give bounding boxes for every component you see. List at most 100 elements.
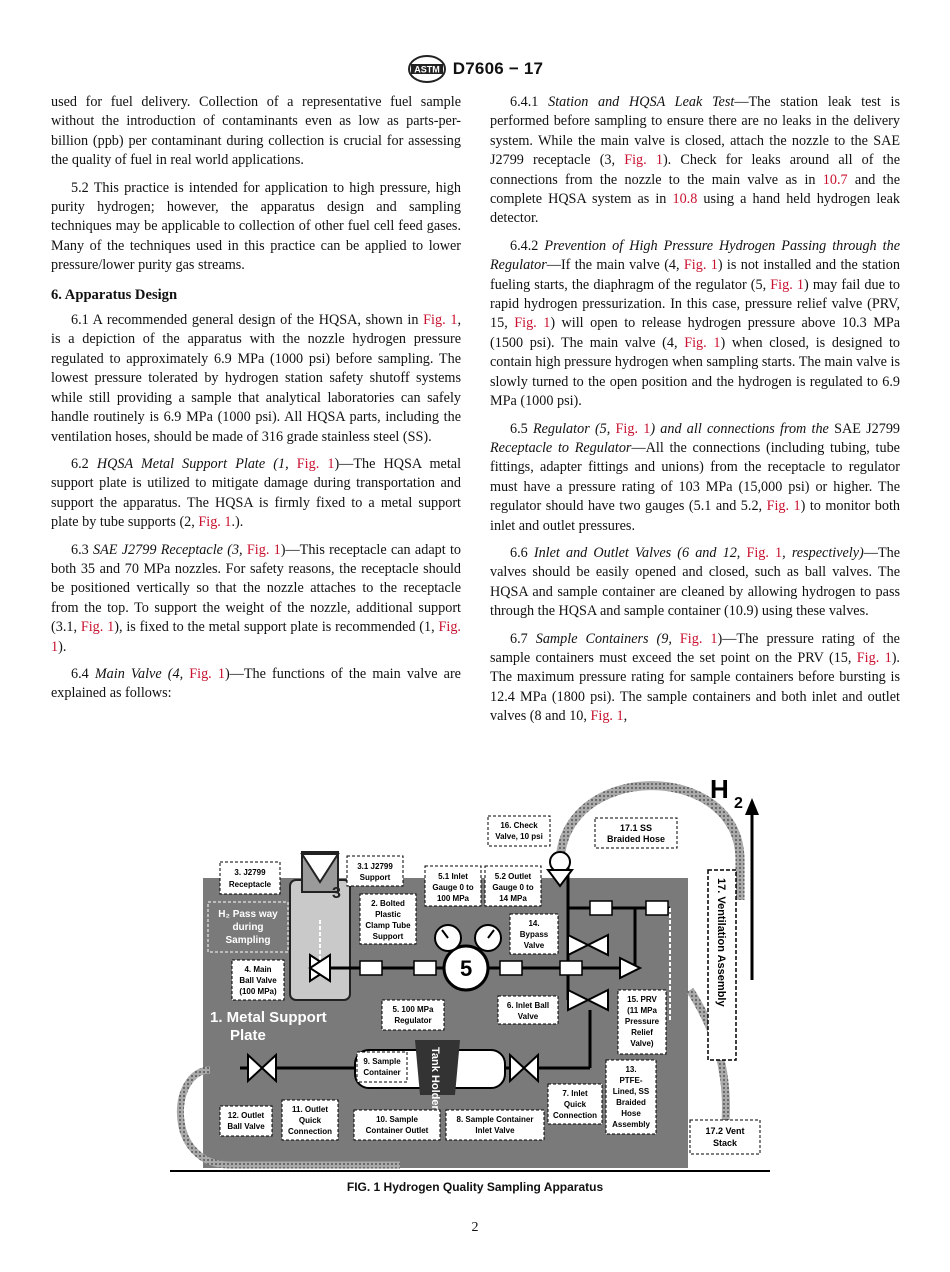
left-column: used for fuel delivery. Collection of a … <box>51 93 461 712</box>
figure-caption: FIG. 1 Hydrogen Quality Sampling Apparat… <box>346 1180 604 1194</box>
svg-text:Valve: Valve <box>518 1012 539 1021</box>
bypass-valve-icon <box>567 933 609 957</box>
h2-label: H <box>710 774 729 804</box>
svg-text:Clamp Tube: Clamp Tube <box>365 921 411 930</box>
figure-1: H 2 17. Ventilation Assembly 3 5 <box>170 770 770 1175</box>
svg-text:Ball Valve: Ball Valve <box>239 976 277 985</box>
svg-text:Support: Support <box>360 873 391 882</box>
svg-text:Container: Container <box>363 1068 400 1077</box>
fig-1-link[interactable]: Fig. 1 <box>590 708 624 725</box>
outlet-hose <box>176 1066 400 1169</box>
svg-text:12. Outlet: 12. Outlet <box>228 1111 265 1120</box>
paragraph-6-4-1: 6.4.1 Station and HQSA Leak Test—The sta… <box>490 94 901 227</box>
receptacle-label-2: Receptacle <box>229 880 272 889</box>
fig-1-link[interactable]: Fig. 1 <box>679 630 718 647</box>
fig-1-link[interactable]: Fig. 1 <box>51 619 461 655</box>
page-header: ASTM D7606 − 17 <box>0 54 950 84</box>
svg-text:H₂ Pass way: H₂ Pass way <box>218 909 278 920</box>
svg-text:Pressure: Pressure <box>625 1017 660 1026</box>
svg-text:16. Check: 16. Check <box>500 821 538 830</box>
plate-label-1: 1. Metal Support <box>210 1009 327 1026</box>
svg-text:13.: 13. <box>625 1065 636 1074</box>
right-column: 6.4.1 Station and HQSA Leak Test—The sta… <box>490 93 900 735</box>
paragraph-6-4-2: 6.4.2 Prevention of High Pressure Hydrog… <box>490 237 901 410</box>
tank-holder <box>415 1040 460 1095</box>
paragraph-continuation: used for fuel delivery. Collection of a … <box>51 94 461 169</box>
container-inlet-valve-icon <box>509 1052 539 1084</box>
svg-text:Ball Valve: Ball Valve <box>227 1122 265 1131</box>
fig-1-link[interactable]: Fig. 1 <box>770 276 804 293</box>
svg-text:Braided: Braided <box>616 1098 646 1107</box>
svg-text:17.1 SS: 17.1 SS <box>620 823 652 833</box>
fig-1-link[interactable]: Fig. 1 <box>684 334 721 351</box>
svg-text:14 MPa: 14 MPa <box>499 894 527 903</box>
section-10-7-link[interactable]: 10.7 <box>822 171 848 188</box>
svg-text:14.: 14. <box>528 919 539 928</box>
paragraph-6-4: 6.4 Main Valve (4, Fig. 1)—The functions… <box>51 665 461 702</box>
svg-text:during: during <box>232 922 263 933</box>
svg-text:3: 3 <box>332 885 341 902</box>
fig-1-link[interactable]: Fig. 1 <box>423 312 458 329</box>
h2-subscript: 2 <box>734 795 743 812</box>
prv-icon <box>619 956 643 980</box>
svg-text:Quick: Quick <box>564 1100 587 1109</box>
fig-1-link[interactable]: Fig. 1 <box>514 315 551 332</box>
section-heading-6: 6. Apparatus Design <box>51 286 178 303</box>
svg-text:(100 MPa): (100 MPa) <box>239 987 277 996</box>
svg-text:9. Sample: 9. Sample <box>363 1057 401 1066</box>
plate-label-2: Plate <box>230 1027 266 1044</box>
fig-1-link[interactable]: Fig. 1 <box>683 257 718 274</box>
svg-text:Container Outlet: Container Outlet <box>366 1126 429 1135</box>
svg-text:Connection: Connection <box>553 1111 597 1120</box>
regulator-icon <box>442 944 490 992</box>
receptacle-label-1: 3. J2799 <box>234 868 266 877</box>
svg-text:7. Inlet: 7. Inlet <box>562 1089 588 1098</box>
svg-text:Gauge 0 to: Gauge 0 to <box>492 883 533 892</box>
svg-text:10. Sample: 10. Sample <box>376 1115 418 1124</box>
fig-1-link[interactable]: Fig. 1 <box>746 544 783 561</box>
svg-text:Valve, 10 psi: Valve, 10 psi <box>495 832 543 841</box>
paragraph-6-7: 6.7 Sample Containers (9, Fig. 1)—The pr… <box>490 630 900 725</box>
fig-1-link[interactable]: Fig. 1 <box>198 514 232 531</box>
paragraph-5-2: 5.2 This practice is intended for applic… <box>51 179 461 274</box>
svg-text:ASTM: ASTM <box>414 65 440 75</box>
fig-1-link[interactable]: Fig. 1 <box>766 498 801 515</box>
tank-holder-label: Tank Holder <box>429 1047 441 1110</box>
fig-1-link[interactable]: Fig. 1 <box>80 619 115 636</box>
svg-text:Gauge 0 to: Gauge 0 to <box>432 883 473 892</box>
paragraph-6-1: 6.1 A recommended general design of the … <box>51 312 461 445</box>
paragraph-6-6: 6.6 Inlet and Outlet Valves (6 and 12, F… <box>490 544 901 620</box>
fig-1-link[interactable]: Fig. 1 <box>624 152 663 169</box>
fig-1-link[interactable]: Fig. 1 <box>189 665 225 682</box>
main-valve-icon <box>308 953 332 983</box>
fig-1-link[interactable]: Fig. 1 <box>856 649 892 666</box>
svg-text:5.1 Inlet: 5.1 Inlet <box>438 872 468 881</box>
svg-text:Regulator: Regulator <box>394 1016 431 1025</box>
svg-text:(11 MPa: (11 MPa <box>627 1006 657 1015</box>
svg-text:Assembly: Assembly <box>612 1120 650 1129</box>
fig-1-link[interactable]: Fig. 1 <box>615 420 651 437</box>
fig-1-link[interactable]: Fig. 1 <box>296 455 335 472</box>
paragraph-6-2: 6.2 HQSA Metal Support Plate (1, Fig. 1)… <box>51 455 462 531</box>
section-10-8-link[interactable]: 10.8 <box>672 191 698 208</box>
braided-hose <box>555 781 745 900</box>
svg-text:Lined, SS: Lined, SS <box>613 1087 650 1096</box>
svg-text:8. Sample Container: 8. Sample Container <box>457 1115 534 1124</box>
svg-text:5.2 Outlet: 5.2 Outlet <box>495 872 532 881</box>
apparatus-diagram: H 2 17. Ventilation Assembly 3 5 <box>170 774 770 1172</box>
svg-text:Valve: Valve <box>524 941 545 950</box>
svg-text:Valve): Valve) <box>630 1039 653 1048</box>
page-number: 2 <box>471 1220 479 1235</box>
svg-text:Hose: Hose <box>621 1109 641 1118</box>
svg-text:17.2 Vent: 17.2 Vent <box>705 1126 744 1136</box>
ventilation-assembly-label: 17. Ventilation Assembly <box>715 878 727 1007</box>
fig-1-link[interactable]: Fig. 1 <box>246 541 281 558</box>
paragraph-6-5: 6.5 Regulator (5, Fig. 1) and all connec… <box>490 420 901 534</box>
svg-text:Connection: Connection <box>288 1127 332 1136</box>
svg-text:Sampling: Sampling <box>225 935 270 946</box>
svg-text:Relief: Relief <box>631 1028 653 1037</box>
outlet-ball-valve-icon <box>247 1052 277 1084</box>
astm-logo-icon: ASTM <box>407 55 446 83</box>
svg-text:11. Outlet: 11. Outlet <box>292 1105 328 1114</box>
svg-text:Quick: Quick <box>299 1116 322 1125</box>
